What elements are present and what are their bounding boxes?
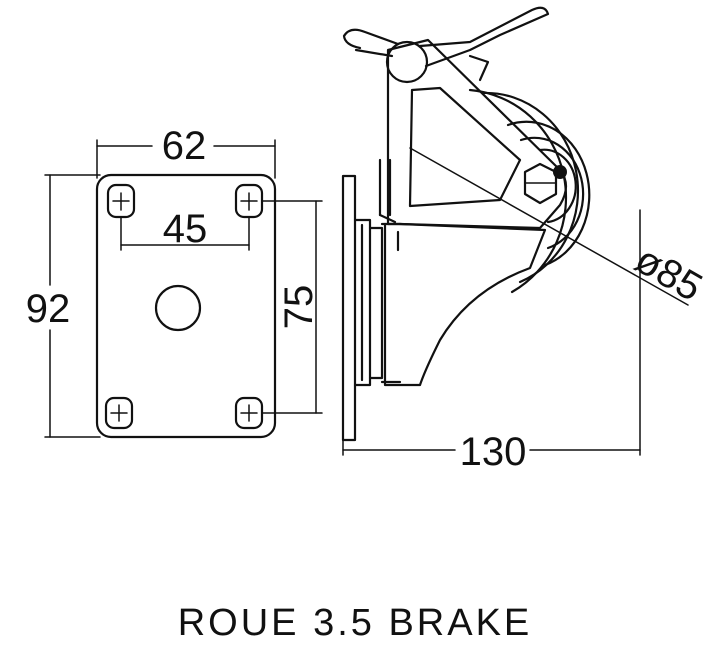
mounting-plate-outline: [95, 173, 277, 439]
dimension-label: 75: [277, 285, 321, 330]
wheel: [468, 88, 591, 294]
dimension-label: 92: [26, 287, 71, 331]
dimension-hole-spacing-y: 75: [261, 200, 323, 414]
axle-nut: [523, 162, 558, 205]
fork-bracket: [386, 38, 568, 230]
drawing-title: ROUE 3.5 BRAKE: [177, 602, 533, 644]
mounting-hole: [234, 396, 264, 430]
dimension-plate-height: 92: [26, 174, 101, 438]
swivel-body: [378, 158, 547, 387]
dimension-plate-width: 62: [96, 124, 276, 179]
dimension-overall-height: 130: [342, 209, 641, 474]
dimension-label: 62: [162, 124, 207, 168]
dimension-label: 45: [163, 207, 208, 251]
base-plate: [341, 174, 402, 442]
dimension-hole-spacing-x: 45: [120, 207, 250, 251]
dimension-label: 130: [460, 430, 527, 474]
side-view: ø85 130: [341, 6, 709, 474]
brake-lever: [342, 6, 550, 84]
mounting-hole: [104, 396, 134, 430]
mounting-hole: [106, 183, 136, 219]
center-hole: [154, 284, 202, 332]
mounting-hole: [234, 183, 264, 219]
top-plate-view: 62 92 45 75: [26, 124, 323, 439]
